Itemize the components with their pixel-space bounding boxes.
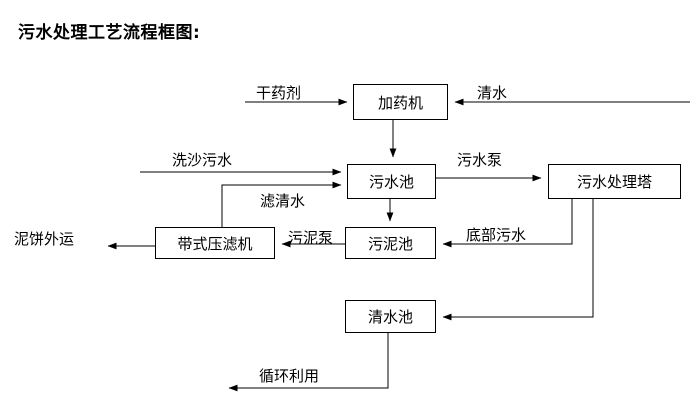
edge-label-clean-water: 清水 — [477, 84, 508, 102]
node-sludge-pool-label: 污泥池 — [367, 234, 413, 253]
edge-clean-water-pool-to-recycling — [228, 333, 389, 392]
node-wastewater-pool-label: 污水池 — [368, 173, 414, 191]
edge-label-bottom-wastewater: 底部污水 — [466, 226, 527, 244]
node-belt-filter-press-label: 带式压滤机 — [177, 234, 253, 253]
terminal-mud-cake-export: 泥饼外运 — [14, 230, 75, 248]
edge-label-recycling-reuse: 循环利用 — [259, 367, 320, 385]
node-dosing-machine-label: 加药机 — [377, 93, 423, 112]
node-clean-water-pool-label: 清水池 — [367, 308, 413, 326]
edge-filtered-water-to-wastewater-pool — [221, 181, 342, 227]
edge-tower-to-sludge-pool — [442, 199, 573, 248]
edge-label-dry-chemical: 干药剂 — [256, 84, 302, 102]
node-dosing-machine[interactable]: 加药机 — [353, 84, 448, 120]
node-belt-filter-press[interactable]: 带式压滤机 — [155, 227, 275, 259]
node-sludge-pool[interactable]: 污泥池 — [345, 227, 436, 259]
edge-label-wastewater-pump: 污水泵 — [457, 151, 503, 169]
node-wastewater-pool[interactable]: 污水池 — [347, 164, 436, 199]
page-title: 污水处理工艺流程框图: — [18, 23, 201, 43]
edge-label-sludge-pump: 污泥泵 — [288, 229, 334, 247]
node-treatment-tower[interactable]: 污水处理塔 — [548, 164, 681, 199]
edge-label-filtered-clear-water: 滤清水 — [260, 192, 306, 210]
edge-tower-to-clean-water-pool — [442, 199, 594, 321]
edge-label-sand-wash-wastewater: 洗沙污水 — [172, 151, 233, 169]
node-clean-water-pool[interactable]: 清水池 — [345, 300, 436, 333]
node-treatment-tower-label: 污水处理塔 — [576, 173, 652, 191]
